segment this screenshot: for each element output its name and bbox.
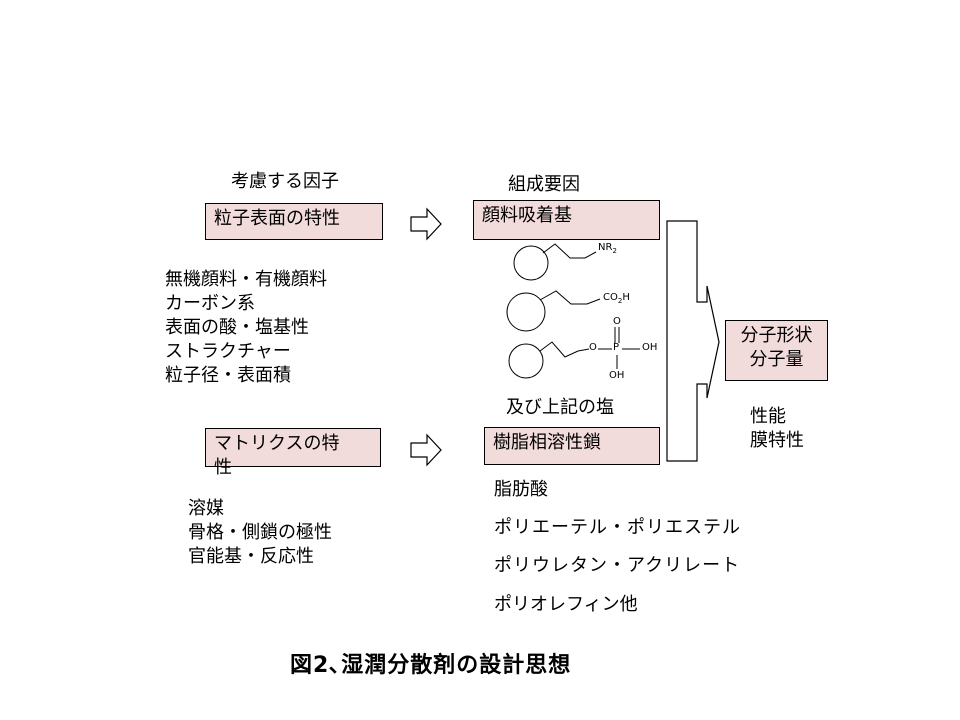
matrix-factor-list: 溶媒 骨格・側鎖の極性 官能基・反応性	[188, 497, 332, 569]
phosphate-p: P	[613, 342, 620, 353]
phosphate-oh-bottom: OH	[609, 370, 625, 381]
arrow-right-icon	[410, 433, 442, 467]
list-item: ポリエーテル・ポリエステル	[494, 517, 741, 538]
particle-circle	[513, 245, 549, 281]
particle-surface-box: 粒子表面の特性	[205, 203, 383, 240]
molecular-result-box: 分子形状 分子量	[725, 320, 828, 381]
figure-caption: 図2､湿潤分散剤の設計思想	[290, 653, 572, 678]
list-item: 脂肪酸	[494, 479, 548, 500]
particle-circle	[508, 343, 544, 379]
list-item: 性能	[750, 406, 786, 427]
list-item: 官能基・反応性	[188, 546, 314, 567]
molecular-shape-label: 分子形状	[740, 325, 813, 346]
compatible-chain-label: 樹脂相溶性鎖	[493, 432, 601, 453]
bracket-arrow-icon	[666, 220, 720, 462]
list-item: ストラクチャー	[165, 341, 291, 362]
factors-header: 考慮する因子	[231, 171, 339, 192]
particle-circle	[506, 292, 546, 332]
list-item: 膜特性	[750, 430, 804, 451]
list-item: 骨格・側鎖の極性	[188, 522, 332, 543]
anchor-group-box: 顔料吸着基	[473, 200, 660, 240]
anchor-group-label: 顔料吸着基	[482, 205, 572, 226]
matrix-label: マトリクスの特 性	[214, 433, 340, 478]
arrow-right-icon	[410, 207, 442, 241]
composition-header: 組成要因	[508, 174, 580, 195]
matrix-box: マトリクスの特 性	[205, 428, 381, 478]
particle-surface-label: 粒子表面の特性	[214, 208, 340, 229]
list-item: カーボン系	[165, 293, 255, 314]
amine-group-label: NR2	[598, 242, 617, 255]
molecular-weight-label: 分子量	[749, 349, 804, 370]
particle-factor-list: 無機顔料・有機顔料 カーボン系 表面の酸・塩基性 ストラクチャー 粒子径・表面積	[165, 268, 327, 388]
list-item: 表面の酸・塩基性	[165, 317, 309, 338]
compatible-chain-box: 樹脂相溶性鎖	[484, 427, 660, 465]
phosphate-o-link: O	[589, 342, 597, 353]
list-item: 無機顔料・有機顔料	[165, 269, 327, 290]
list-item: ポリオレフィン他	[494, 594, 638, 615]
phosphate-oh-right: OH	[642, 342, 658, 353]
phosphate-o-top: O	[613, 316, 621, 327]
list-item: ポリウレタン・アクリレート	[494, 555, 741, 576]
salt-note: 及び上記の塩	[506, 397, 614, 418]
list-item: 粒子径・表面積	[165, 365, 291, 386]
performance-list: 性能 膜特性	[750, 405, 804, 453]
list-item: 溶媒	[188, 498, 224, 519]
carboxyl-group-label: CO2H	[603, 292, 630, 305]
